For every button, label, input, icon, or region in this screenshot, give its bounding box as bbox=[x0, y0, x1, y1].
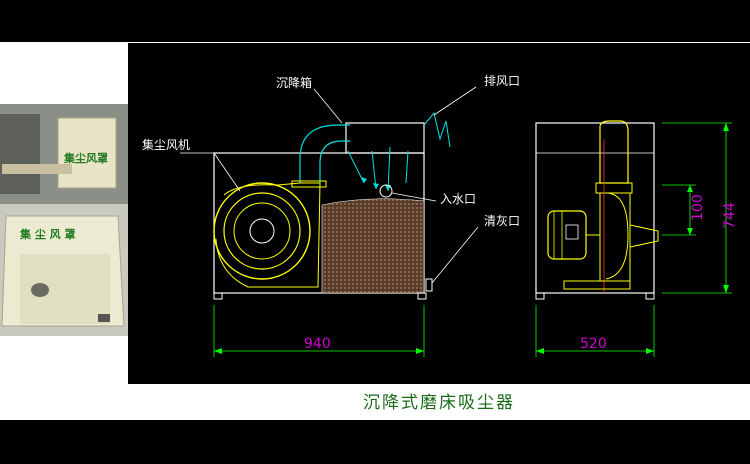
duct-outline bbox=[299, 124, 350, 183]
side-fan-flange bbox=[595, 182, 633, 194]
side-view: 520 744 100 bbox=[535, 120, 738, 357]
photo-hood-opening bbox=[31, 283, 49, 297]
side-foot-left bbox=[535, 292, 545, 300]
side-fan-volute bbox=[605, 192, 629, 280]
side-fan-body bbox=[599, 193, 631, 282]
dim-height-text: 744 bbox=[722, 202, 738, 229]
duct-flange bbox=[291, 180, 327, 188]
fan-middle-ring bbox=[223, 192, 301, 270]
photo-hood-foot bbox=[98, 314, 110, 322]
sludge-outlet-valve bbox=[425, 278, 433, 292]
leader-sludge-outlet bbox=[431, 226, 479, 284]
side-base bbox=[563, 280, 631, 290]
caption: 沉降式磨床吸尘器 bbox=[363, 393, 515, 413]
photo-label-top: 集尘风罩 bbox=[63, 151, 108, 165]
leader-exhaust-port bbox=[433, 86, 477, 116]
sediment-box bbox=[345, 122, 425, 154]
bottom-black-band bbox=[0, 420, 750, 464]
fan-outer-ring bbox=[213, 182, 311, 280]
cad-drawing-svg: 沉降箱 排风口 集尘风机 入水口 清灰口 940 bbox=[142, 74, 738, 357]
duct-inner bbox=[319, 140, 350, 183]
photo-hood-interior bbox=[20, 254, 110, 324]
fan-casing bbox=[215, 182, 321, 288]
water-inlet-circle bbox=[379, 184, 393, 198]
side-foot-right bbox=[645, 292, 655, 300]
side-motor-terminal-box bbox=[565, 224, 579, 240]
label-water-inlet: 入水口 bbox=[440, 192, 476, 206]
front-foot-left bbox=[213, 292, 223, 300]
label-exhaust-port: 排风口 bbox=[484, 74, 520, 88]
air-flow-arrows bbox=[347, 146, 409, 192]
label-fan: 集尘风机 bbox=[142, 137, 190, 152]
dim-inlet-text: 100 bbox=[690, 194, 706, 221]
side-outlet-nozzle bbox=[629, 224, 659, 248]
air-flow-arrowheads bbox=[361, 177, 391, 191]
fan-hub bbox=[249, 218, 275, 244]
fan-inner-ring bbox=[233, 202, 291, 260]
dim-length-text: 940 bbox=[304, 336, 331, 352]
side-fan-duct bbox=[599, 120, 629, 184]
cad-drawing: 沉降箱 排风口 集尘风机 入水口 清灰口 940 bbox=[128, 43, 750, 384]
photo-grinder-table bbox=[2, 164, 72, 174]
photo-top-hood bbox=[57, 117, 117, 189]
leader-fan-diagonal bbox=[213, 152, 241, 192]
label-sediment-tank: 沉降箱 bbox=[276, 75, 312, 90]
photo-machine-column bbox=[0, 114, 40, 194]
photo-label-bottom: 集 尘 风 罩 bbox=[19, 227, 76, 241]
water-tank-fill bbox=[321, 198, 425, 294]
front-view: 沉降箱 排风口 集尘风机 入水口 清灰口 940 bbox=[142, 74, 520, 357]
front-foot-right bbox=[417, 292, 427, 300]
top-black-band bbox=[0, 0, 750, 42]
exhaust-flow bbox=[423, 111, 451, 148]
leader-water-inlet bbox=[391, 192, 437, 202]
leader-sediment-tank bbox=[313, 88, 343, 124]
dust-hood-photo: 集尘风罩 集 尘 风 罩 bbox=[0, 104, 128, 336]
label-sludge-outlet: 清灰口 bbox=[484, 214, 520, 228]
dust-hood-photo-drawing: 集尘风罩 集 尘 风 罩 bbox=[0, 104, 128, 336]
dim-width-text: 520 bbox=[580, 336, 607, 352]
side-view-housing bbox=[535, 122, 655, 294]
